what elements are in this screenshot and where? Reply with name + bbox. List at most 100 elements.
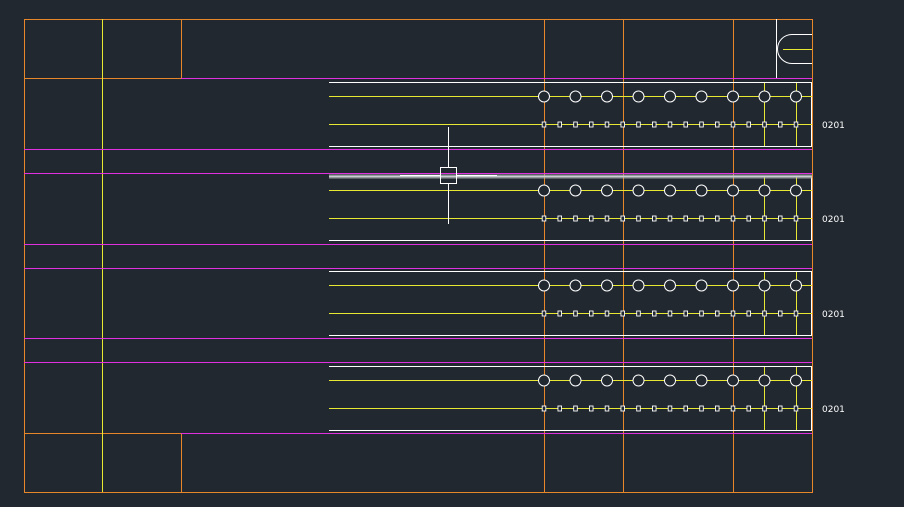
- component-pocket: [746, 405, 752, 412]
- component-pocket: [589, 215, 594, 222]
- sprocket-hole: [601, 374, 613, 387]
- component-pocket: [762, 405, 767, 412]
- component-pocket: [667, 405, 673, 412]
- sprocket-hole: [664, 184, 676, 197]
- component-pocket: [683, 310, 689, 317]
- sprocket-hole: [569, 374, 582, 387]
- sprocket-hole: [569, 184, 582, 197]
- sprocket-hole: [632, 279, 645, 292]
- component-pocket: [762, 310, 767, 317]
- sprocket-hole: [758, 279, 771, 292]
- component-pocket: [746, 215, 752, 222]
- sprocket-hole: [569, 279, 582, 292]
- component-pocket: [793, 310, 799, 317]
- sprocket-hole: [664, 90, 676, 103]
- component-pocket: [667, 121, 673, 128]
- component-pocket: [683, 215, 689, 222]
- sprocket-hole: [758, 90, 771, 103]
- strip-part-label: 0201: [822, 215, 845, 225]
- component-pocket: [699, 405, 704, 412]
- sprocket-hole: [790, 90, 802, 103]
- sprocket-hole: [538, 90, 550, 103]
- component-pocket: [730, 121, 736, 128]
- component-pocket: [652, 405, 657, 412]
- component-pocket: [762, 215, 767, 222]
- component-pocket: [541, 215, 547, 222]
- sprocket-hole: [695, 184, 708, 197]
- component-pocket: [620, 405, 626, 412]
- crosshair-pickbox-icon: [400, 127, 497, 224]
- component-pocket: [557, 215, 563, 222]
- sprocket-hole: [632, 184, 645, 197]
- component-pocket: [667, 310, 673, 317]
- component-pocket: [557, 310, 563, 317]
- sprocket-hole: [601, 279, 613, 292]
- component-pocket: [746, 121, 752, 128]
- sprocket-hole: [758, 184, 771, 197]
- sprocket-hole: [664, 374, 676, 387]
- component-pocket: [573, 121, 578, 128]
- component-pocket: [604, 215, 610, 222]
- magenta-channel-lines: [24, 78, 812, 434]
- component-pocket: [746, 310, 752, 317]
- component-pocket: [620, 121, 626, 128]
- tape-strip-4: 0201: [329, 366, 845, 431]
- component-pocket: [793, 215, 799, 222]
- component-pocket: [793, 405, 799, 412]
- cursor-pickbox: [440, 167, 457, 184]
- component-pocket: [730, 310, 736, 317]
- component-pocket: [778, 310, 783, 317]
- component-pocket: [683, 405, 689, 412]
- component-pocket: [715, 215, 720, 222]
- component-pocket: [604, 310, 610, 317]
- sprocket-hole: [632, 374, 645, 387]
- sprocket-hole: [695, 279, 708, 292]
- sprocket-hole: [790, 184, 802, 197]
- tape-strip-2: 0201: [329, 174, 845, 241]
- component-pocket: [715, 310, 720, 317]
- component-pocket: [667, 215, 673, 222]
- component-pocket: [762, 121, 767, 128]
- component-pocket: [541, 310, 547, 317]
- component-pocket: [778, 405, 783, 412]
- component-pocket: [604, 121, 610, 128]
- tape-strip-1: 0201: [329, 82, 845, 147]
- component-pocket: [715, 405, 720, 412]
- component-pocket: [683, 121, 689, 128]
- component-pocket: [652, 215, 657, 222]
- tape-strip-3: 0201: [329, 271, 845, 336]
- component-pocket: [589, 405, 594, 412]
- component-pocket: [636, 121, 641, 128]
- slot-tab-icon: [776, 19, 812, 78]
- sprocket-hole: [569, 90, 582, 103]
- component-pocket: [589, 310, 594, 317]
- component-pocket: [778, 215, 783, 222]
- component-pocket: [573, 310, 578, 317]
- component-pocket: [557, 121, 563, 128]
- sprocket-hole: [790, 279, 802, 292]
- sprocket-hole: [758, 374, 771, 387]
- strip-part-label: 0201: [822, 405, 845, 415]
- sprocket-hole: [632, 90, 645, 103]
- component-pocket: [557, 405, 563, 412]
- component-pocket: [589, 121, 594, 128]
- sprocket-hole: [664, 279, 676, 292]
- component-pocket: [652, 310, 657, 317]
- component-pocket: [636, 310, 641, 317]
- strip-selection-highlight: [329, 174, 812, 179]
- frame-border: [24, 19, 813, 493]
- sprocket-hole: [727, 90, 739, 103]
- slot-tab-outline: [777, 34, 812, 64]
- sprocket-hole: [790, 374, 802, 387]
- sprocket-hole: [538, 279, 550, 292]
- component-pocket: [636, 215, 641, 222]
- component-pocket: [620, 310, 626, 317]
- component-pocket: [699, 310, 704, 317]
- tape-strips: 0201 0201 0201 0201: [329, 82, 845, 431]
- drawing-frame: [24, 19, 813, 493]
- component-pocket: [715, 121, 720, 128]
- component-pocket: [620, 215, 626, 222]
- component-pocket: [573, 405, 578, 412]
- sprocket-hole: [695, 90, 708, 103]
